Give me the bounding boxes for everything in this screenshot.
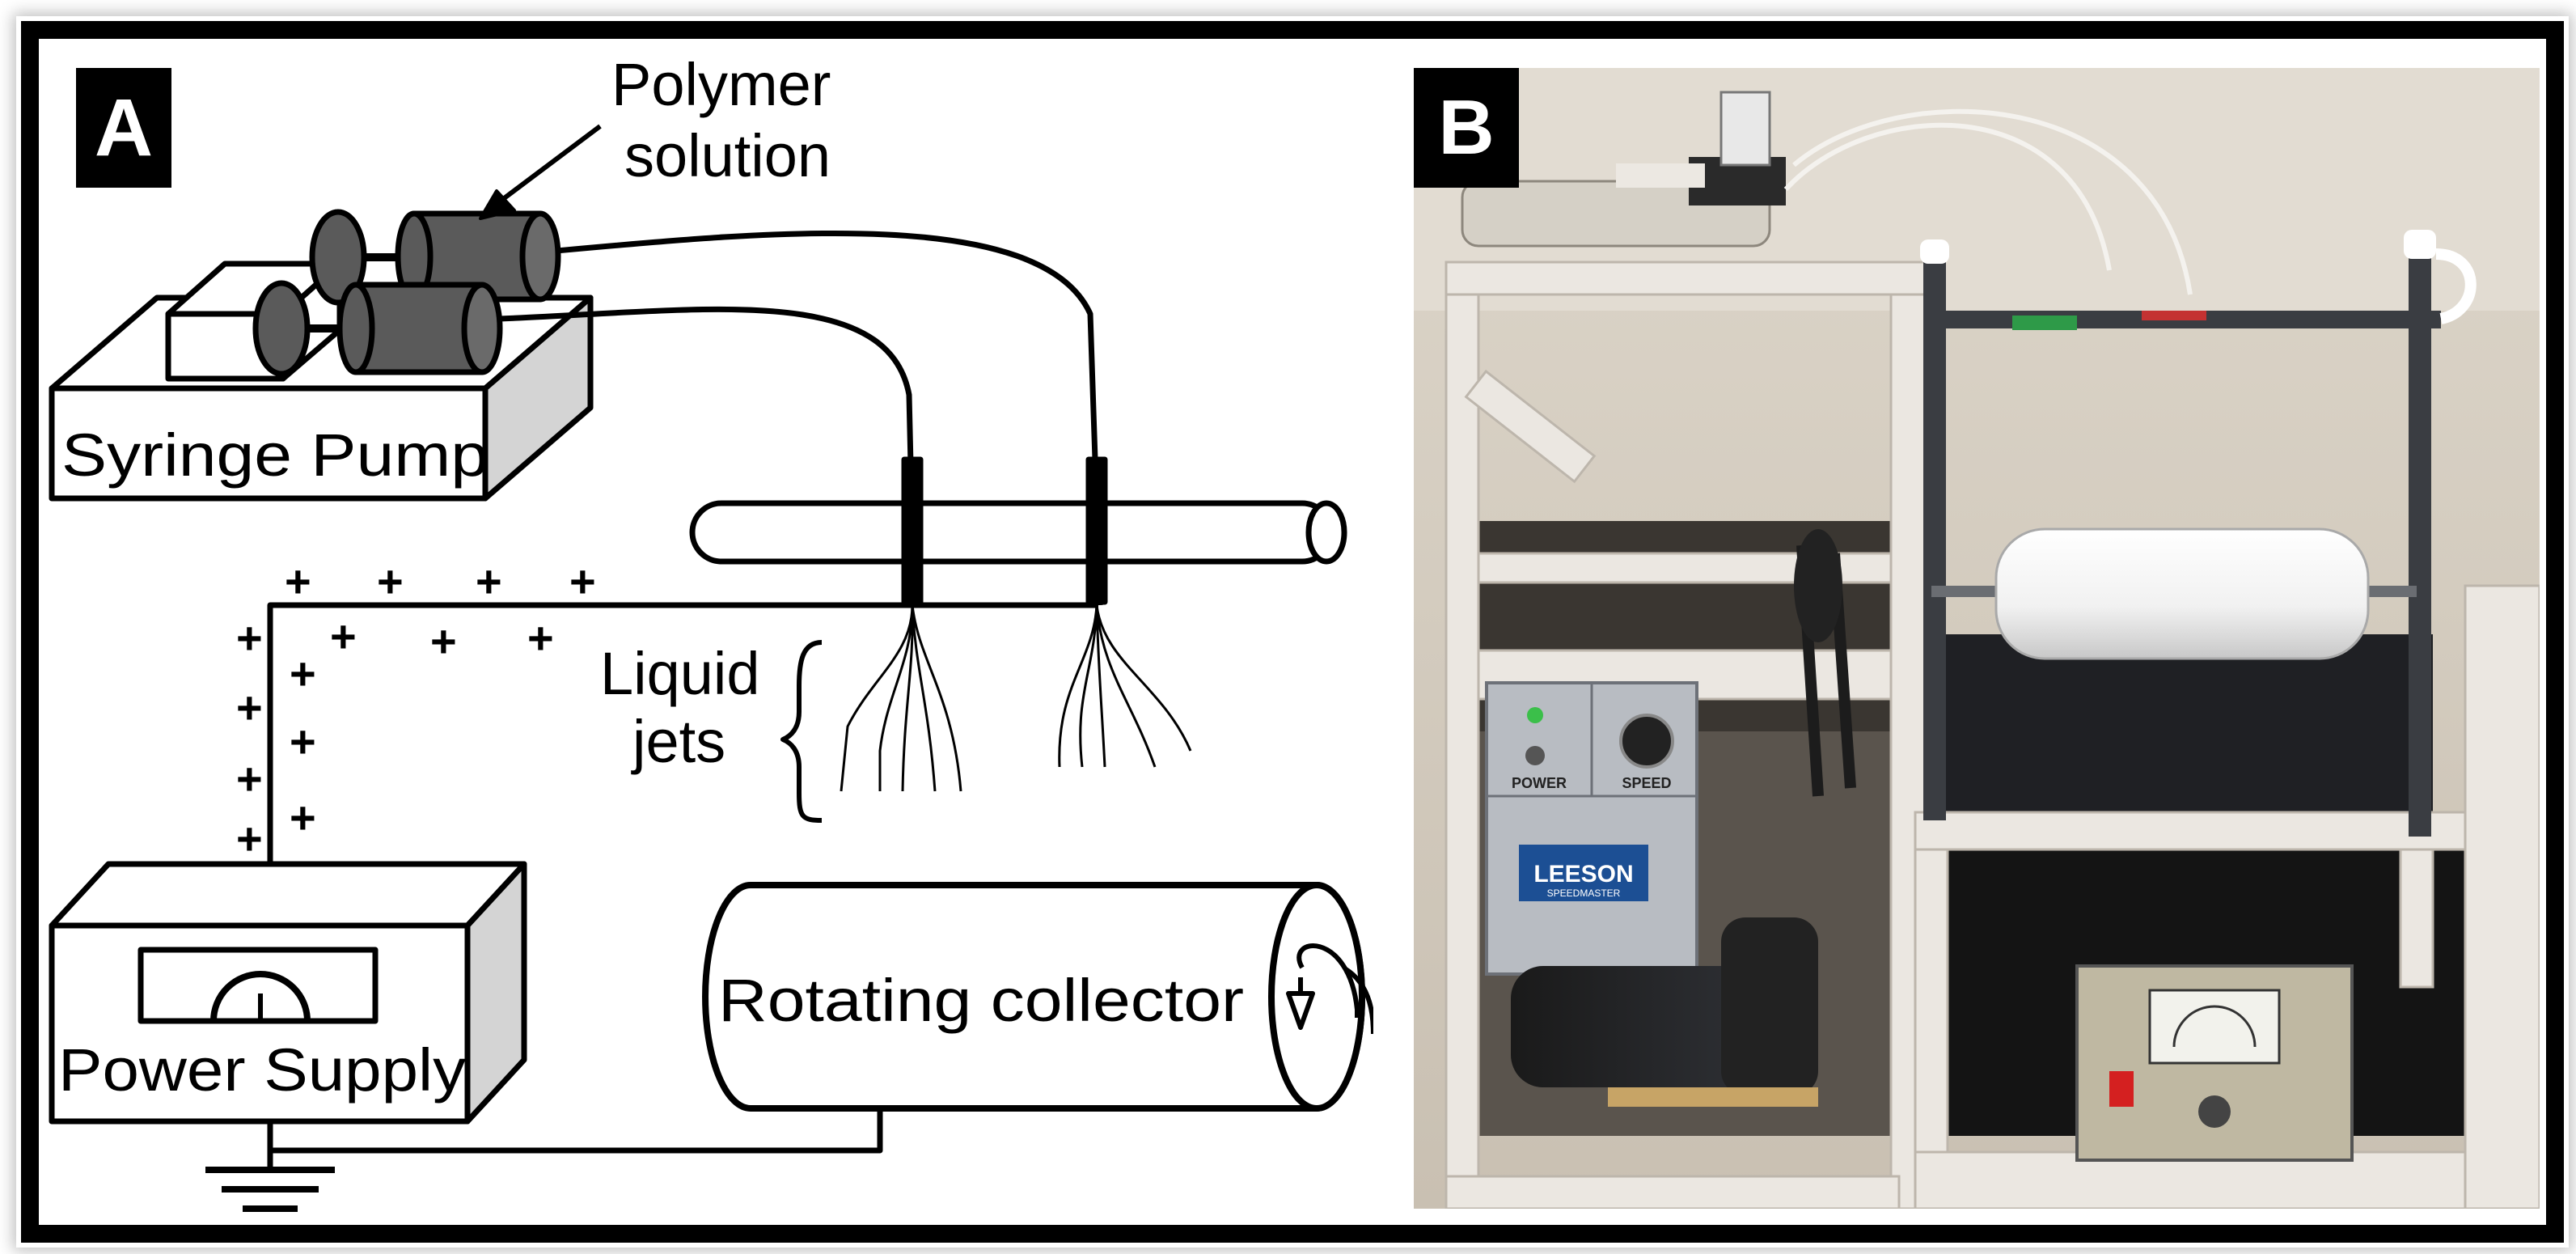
support-rod	[689, 500, 1347, 565]
liquid-jets-right	[1058, 604, 1192, 768]
plunger-upper	[309, 209, 367, 306]
apparatus-photo: POWER SPEED LEESON SPEEDMASTER	[1414, 68, 2540, 1209]
jets-brace	[780, 640, 823, 823]
ground-icon	[205, 1167, 335, 1212]
syringe-lower	[336, 282, 503, 375]
plus-sign: +	[527, 612, 554, 663]
power-toggle	[1525, 746, 1545, 765]
panel-label-b: B	[1414, 68, 1519, 188]
tube-lower	[499, 306, 917, 606]
plus-sign: +	[330, 611, 357, 662]
power-supply-label: Power Supply	[58, 1036, 466, 1104]
wooden-frame	[1445, 261, 2540, 1209]
plus-sign: +	[476, 556, 502, 607]
jets-label: jets	[631, 708, 725, 775]
power-indicator-light	[1527, 707, 1543, 723]
speed-controller: POWER SPEED LEESON SPEEDMASTER	[1485, 681, 1698, 976]
ground-wire	[267, 1107, 883, 1154]
tube-upper	[556, 230, 1103, 606]
plus-sign: +	[236, 753, 263, 804]
liquid-label: Liquid	[600, 640, 760, 707]
rotating-drum-photo	[1931, 527, 2417, 660]
charge-plus-signs: + + + + + + + + + + + + + +	[236, 556, 596, 864]
motor	[1511, 917, 1818, 1107]
plus-sign: +	[377, 556, 404, 607]
plunger-lower	[252, 280, 311, 377]
plus-sign: +	[236, 612, 263, 663]
speed-knob	[1619, 714, 1674, 769]
power-label: POWER	[1512, 775, 1567, 791]
rotation-arrow-icon	[1286, 943, 1373, 1035]
power-supply-box	[49, 861, 527, 1125]
brand-label: LEESON	[1533, 861, 1633, 888]
speed-label: SPEED	[1622, 775, 1671, 791]
plus-sign: +	[290, 716, 316, 767]
figure-frame: + + + + + + + + + + + + + + Polymer solu…	[21, 21, 2564, 1243]
plus-sign: +	[285, 556, 311, 607]
liquid-jets-left	[840, 604, 962, 792]
syringe-pump-photo	[1461, 91, 1786, 248]
panel-label-a: A	[76, 68, 171, 188]
plus-sign: +	[290, 648, 316, 699]
solution-label: solution	[624, 122, 831, 189]
polymer-label: Polymer	[611, 51, 831, 118]
hv-wire	[267, 602, 1098, 864]
rotating-collector	[702, 882, 1365, 1112]
plus-sign: +	[569, 556, 596, 607]
plus-sign: +	[236, 813, 263, 864]
schematic-panel: + + + + + + + + + + + + + + Polymer solu…	[49, 51, 1373, 1212]
plus-sign: +	[430, 616, 457, 667]
rotating-collector-label: Rotating collector	[718, 967, 1244, 1034]
power-supply-photo	[2075, 964, 2354, 1162]
plus-sign: +	[236, 682, 263, 733]
plus-sign: +	[290, 792, 316, 843]
syringe-pump-label: Syringe Pump	[61, 422, 489, 489]
tubing	[1783, 108, 2193, 295]
brand-sub-label: SPEEDMASTER	[1547, 888, 1621, 899]
